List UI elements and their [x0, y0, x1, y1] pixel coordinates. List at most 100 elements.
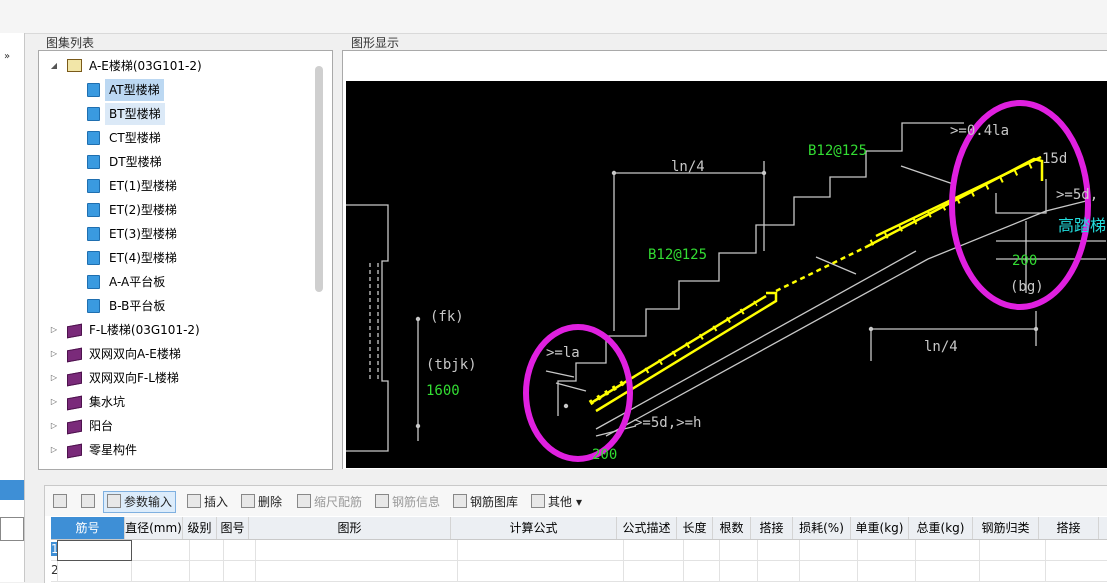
tree-item-label: 双网双向F-L楼梯	[89, 371, 179, 385]
doc-icon	[87, 299, 100, 313]
cell-divider	[757, 561, 758, 581]
expand-arrow-icon[interactable]: ▷	[50, 349, 58, 358]
cell-divider	[757, 540, 758, 560]
column-header[interactable]: 搭接	[1039, 517, 1099, 539]
tree-item[interactable]: A-A平台板	[39, 271, 309, 293]
expand-arrow-icon[interactable]: ▷	[50, 325, 58, 334]
cell-divider	[1045, 540, 1046, 560]
other-icon	[531, 494, 545, 508]
column-header[interactable]: 图形	[249, 517, 451, 539]
tree-item-label: ET(1)型楼梯	[109, 179, 177, 193]
move-down-icon	[81, 494, 95, 508]
column-header[interactable]: 图号	[217, 517, 249, 539]
cell-divider	[719, 540, 720, 560]
rebar-info-icon	[375, 494, 389, 508]
cell-divider	[857, 540, 858, 560]
column-header[interactable]: 筋号	[51, 517, 125, 539]
label-hook-15d: 15d	[1042, 151, 1067, 167]
tree-item[interactable]: AT型楼梯	[39, 79, 309, 101]
tree-item[interactable]: ◢A-E楼梯(03G101-2)	[39, 55, 309, 77]
label-bottom-5d: >=5d,>=h	[634, 415, 701, 431]
rebar-table-header: 筋号直径(mm)级别图号图形计算公式公式描述长度根数搭接损耗(%)单重(kg)总…	[51, 517, 1107, 540]
rebar-table-panel: 参数输入插入删除缩尺配筋钢筋信息 钢筋图库其他▾ 筋号直径(mm)级别图号图形计算…	[44, 485, 1107, 583]
scale-rebar-button[interactable]: 缩尺配筋	[297, 492, 362, 512]
tree-item[interactable]: BT型楼梯	[39, 103, 309, 125]
doc-icon	[87, 203, 100, 217]
graph-display-title: 图形显示	[349, 34, 402, 51]
other-button[interactable]: 其他▾	[531, 492, 582, 512]
tree-item[interactable]: ▷ 集水坑	[39, 391, 309, 413]
doc-icon	[87, 107, 100, 121]
tree-item-label: 阳台	[89, 419, 114, 433]
param-button[interactable]: 参数输入	[103, 491, 177, 513]
tree-item[interactable]: B-B平台板	[39, 295, 309, 317]
cell-divider	[131, 561, 132, 581]
left-panel-selected-item[interactable]	[0, 480, 24, 500]
tree-item[interactable]: CT型楼梯	[39, 127, 309, 149]
column-header[interactable]: 长度	[677, 517, 713, 539]
column-header[interactable]: 直径(mm)	[125, 517, 183, 539]
collapse-arrow-icon[interactable]: ◢	[50, 61, 58, 70]
book-icon	[67, 419, 82, 435]
book-icon	[67, 323, 82, 339]
tree-item-label: 集水坑	[89, 395, 126, 409]
label-tbjk: (tbjk)	[426, 357, 477, 373]
column-header[interactable]: 总重(kg)	[909, 517, 973, 539]
expand-arrow-icon[interactable]: ▷	[50, 373, 58, 382]
stair-drawing-canvas[interactable]: ln/4 ln/4 B12@125 B12@125 >=0.4la 15d >=…	[346, 81, 1107, 468]
insert-button[interactable]: 插入	[187, 492, 228, 512]
toolbar-button-label: 钢筋图库	[470, 495, 519, 509]
expand-arrow-icon[interactable]: ▷	[50, 421, 58, 430]
table-row[interactable]: 2	[51, 561, 1107, 582]
label-ln4-top: ln/4	[671, 159, 705, 175]
move-up-button[interactable]	[53, 492, 70, 512]
table-row[interactable]: 1	[51, 540, 1107, 561]
cell-divider	[1045, 561, 1046, 581]
rebar-library-button[interactable]: 钢筋图库	[453, 492, 518, 512]
column-header[interactable]: 损耗(%)	[793, 517, 851, 539]
active-cell[interactable]	[57, 540, 132, 561]
move-down-button[interactable]	[81, 492, 98, 512]
tree-item-label: CT型楼梯	[109, 131, 161, 145]
expand-panel-icon[interactable]: »	[4, 51, 11, 62]
expand-arrow-icon[interactable]: ▷	[50, 397, 58, 406]
scale-rebar-icon	[297, 494, 311, 508]
left-panel-input[interactable]	[0, 517, 24, 541]
column-header[interactable]: 搭接	[751, 517, 793, 539]
cell-divider	[457, 561, 458, 581]
column-header[interactable]: 级别	[183, 517, 217, 539]
doc-icon	[87, 131, 100, 145]
tree-item[interactable]: ▷零星构件	[39, 439, 309, 461]
tree-item[interactable]: ET(4)型楼梯	[39, 247, 309, 269]
tree-item[interactable]: ▷ 双网双向F-L楼梯	[39, 367, 309, 389]
rebar-info-button[interactable]: 钢筋信息	[375, 492, 440, 512]
delete-button[interactable]: 删除	[241, 492, 282, 512]
label-bg: (bg)	[1010, 279, 1044, 295]
highlight-ellipses	[523, 100, 1091, 462]
column-header[interactable]: 单重(kg)	[851, 517, 909, 539]
column-header[interactable]: 钢筋归类	[973, 517, 1039, 539]
cell-divider	[683, 540, 684, 560]
tree-item[interactable]: ▷双网双向A-E楼梯	[39, 343, 309, 365]
column-header[interactable]: 公式描述	[617, 517, 677, 539]
tree-item[interactable]: ▷F-L楼梯(03G101-2)	[39, 319, 309, 341]
tree-item[interactable]: ET(2)型楼梯	[39, 199, 309, 221]
book-icon	[67, 347, 82, 363]
tree-item[interactable]: ▷ 阳台	[39, 415, 309, 437]
tree-item[interactable]: ET(3)型楼梯	[39, 223, 309, 245]
column-header[interactable]: 计算公式	[451, 517, 617, 539]
tree-item-label: ET(2)型楼梯	[109, 203, 177, 217]
tree-item-label: ET(3)型楼梯	[109, 227, 177, 241]
open-book-icon	[67, 59, 82, 72]
tree-item[interactable]: DT型楼梯	[39, 151, 309, 173]
cell-divider	[979, 540, 980, 560]
cell-divider	[683, 561, 684, 581]
tree-item[interactable]: ET(1)型楼梯	[39, 175, 309, 197]
cell-divider	[799, 540, 800, 560]
column-header[interactable]: 根数	[713, 517, 751, 539]
expand-arrow-icon[interactable]: ▷	[50, 445, 58, 454]
delete-icon	[241, 494, 255, 508]
tree-scrollbar[interactable]	[315, 66, 323, 292]
cell-divider	[915, 561, 916, 581]
